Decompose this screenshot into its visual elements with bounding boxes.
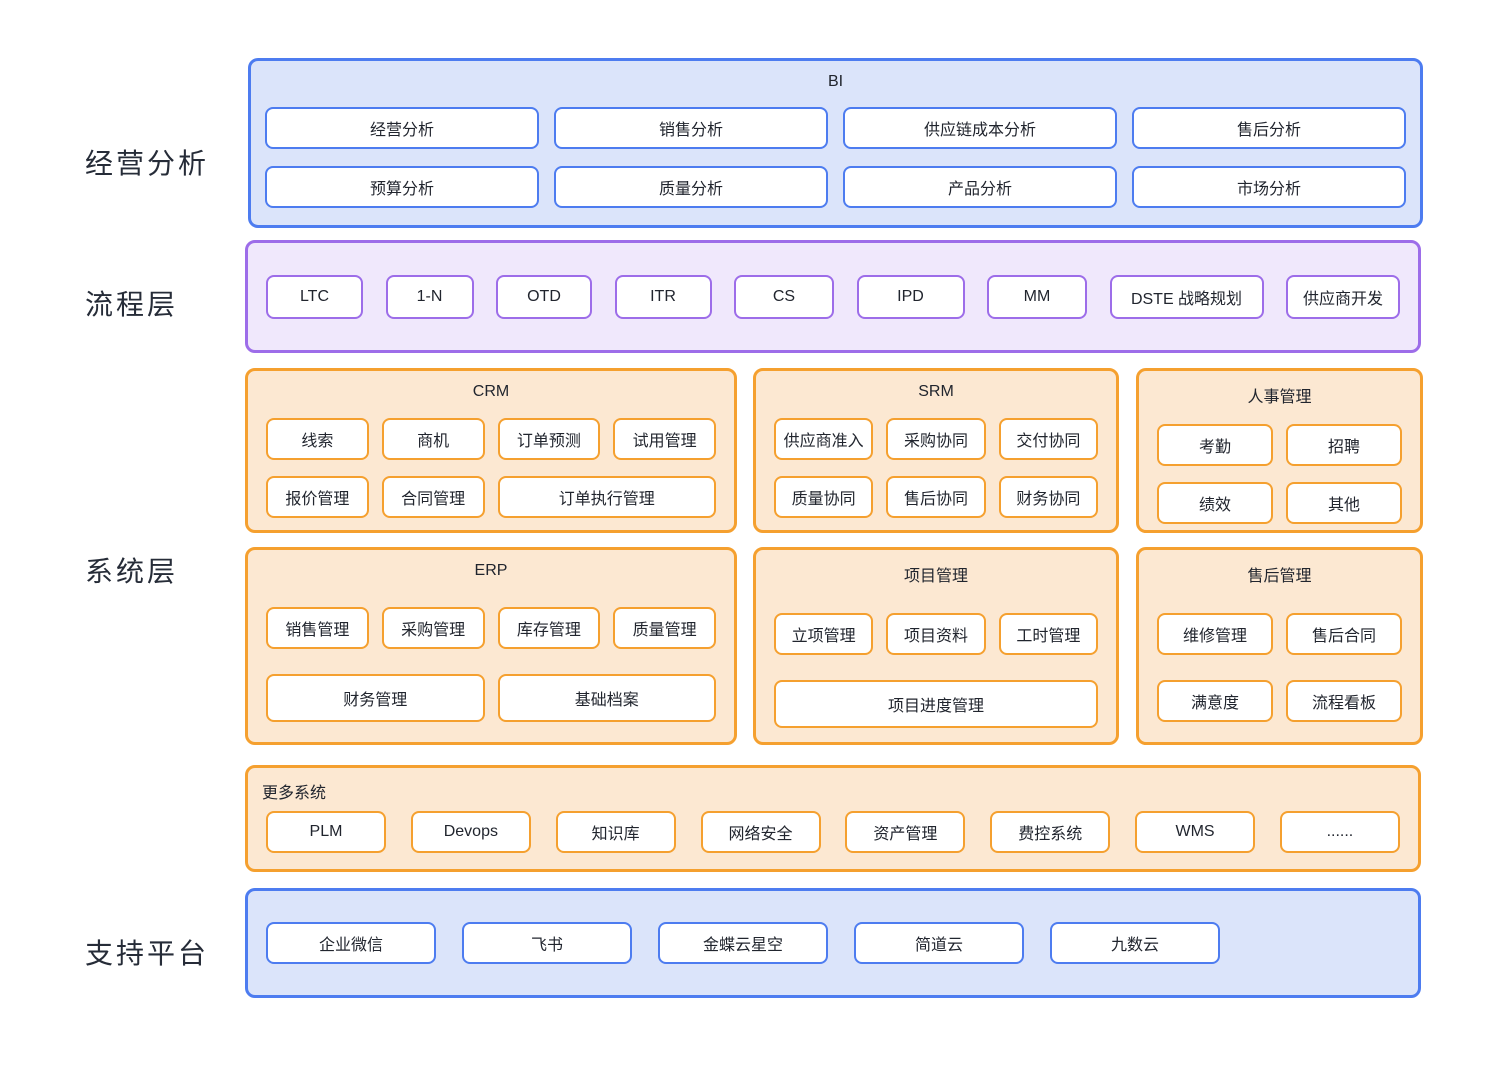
bi-title: BI <box>827 73 844 90</box>
erp-item: 财务管理 <box>266 674 485 722</box>
project-section: 项目管理 立项管理 项目资料 工时管理 项目进度管理 <box>753 547 1119 745</box>
process-section: LTC 1-N OTD ITR CS IPD MM DSTE 战略规划 供应商开… <box>245 240 1421 353</box>
bi-section: BI 经营分析 销售分析 供应链成本分析 售后分析 预算分析 质量分析 产品分析… <box>248 58 1423 228</box>
platform-item: 金蝶云星空 <box>658 922 828 964</box>
srm-item: 交付协同 <box>998 418 1098 460</box>
more-item: 知识库 <box>555 811 676 853</box>
platform-item: 飞书 <box>462 922 632 964</box>
process-item: DSTE 战略规划 <box>1109 274 1264 319</box>
crm-item: 商机 <box>381 418 485 460</box>
more-item: 费控系统 <box>990 811 1111 853</box>
aftersales-item: 售后合同 <box>1286 613 1402 655</box>
process-item: CS <box>734 274 834 319</box>
crm-item: 订单执行管理 <box>497 476 716 518</box>
erp-item: 基础档案 <box>497 674 716 722</box>
project-item: 项目资料 <box>886 613 986 655</box>
more-systems-section: 更多系统 PLM Devops 知识库 网络安全 资产管理 费控系统 WMS .… <box>245 765 1421 872</box>
process-item: MM <box>987 274 1087 319</box>
more-item: PLM <box>266 811 386 853</box>
crm-grid: 线索 商机 订单预测 试用管理 报价管理 合同管理 订单执行管理 <box>248 401 734 518</box>
erp-grid: 销售管理 采购管理 库存管理 质量管理 财务管理 基础档案 <box>248 580 734 722</box>
bi-item: 销售分析 <box>554 107 828 149</box>
srm-section: SRM 供应商准入 采购协同 交付协同 质量协同 售后协同 财务协同 <box>753 368 1119 533</box>
aftersales-grid: 维修管理 售后合同 满意度 流程看板 <box>1139 586 1420 722</box>
hr-title: 人事管理 <box>1247 389 1312 406</box>
more-item: 资产管理 <box>845 811 966 853</box>
hr-item: 考勤 <box>1157 424 1273 466</box>
crm-item: 试用管理 <box>613 418 716 460</box>
crm-item: 合同管理 <box>381 476 485 518</box>
process-item: 1-N <box>385 274 474 319</box>
process-item: 供应商开发 <box>1286 274 1400 319</box>
srm-item: 采购协同 <box>886 418 986 460</box>
project-grid: 立项管理 项目资料 工时管理 项目进度管理 <box>756 586 1116 728</box>
erp-item: 库存管理 <box>497 607 601 649</box>
crm-item: 订单预测 <box>497 418 601 460</box>
bi-item: 市场分析 <box>1132 166 1406 208</box>
platform-item: 企业微信 <box>266 922 436 964</box>
aftersales-title: 售后管理 <box>1247 568 1312 585</box>
bi-item: 售后分析 <box>1132 107 1406 149</box>
platform-item: 简道云 <box>854 922 1024 964</box>
erp-item: 销售管理 <box>266 607 369 649</box>
aftersales-item: 满意度 <box>1157 680 1273 722</box>
crm-section: CRM 线索 商机 订单预测 试用管理 报价管理 合同管理 订单执行管理 <box>245 368 737 533</box>
aftersales-item: 维修管理 <box>1157 613 1273 655</box>
aftersales-item: 流程看板 <box>1286 680 1402 722</box>
erp-section: ERP 销售管理 采购管理 库存管理 质量管理 财务管理 基础档案 <box>245 547 737 745</box>
project-item: 工时管理 <box>998 613 1098 655</box>
more-item: Devops <box>410 811 531 853</box>
layer-label-process: 流程层 <box>85 289 179 320</box>
bi-grid: 经营分析 销售分析 供应链成本分析 售后分析 预算分析 质量分析 产品分析 市场… <box>251 91 1420 208</box>
more-item: 网络安全 <box>700 811 821 853</box>
srm-item: 质量协同 <box>774 476 874 518</box>
hr-section: 人事管理 考勤 招聘 绩效 其他 <box>1136 368 1423 533</box>
hr-item: 招聘 <box>1286 424 1402 466</box>
crm-item: 线索 <box>266 418 369 460</box>
platform-item: 九数云 <box>1050 922 1220 964</box>
more-systems-title: 更多系统 <box>262 785 327 802</box>
srm-item: 供应商准入 <box>774 418 874 460</box>
more-item: WMS <box>1135 811 1256 853</box>
process-item: OTD <box>496 274 592 319</box>
bi-item: 预算分析 <box>265 166 539 208</box>
hr-grid: 考勤 招聘 绩效 其他 <box>1139 407 1420 524</box>
more-systems-row: PLM Devops 知识库 网络安全 资产管理 费控系统 WMS ...... <box>248 803 1418 853</box>
project-item: 项目进度管理 <box>774 680 1098 728</box>
process-item: ITR <box>614 274 712 319</box>
srm-title: SRM <box>918 383 954 400</box>
aftersales-section: 售后管理 维修管理 售后合同 满意度 流程看板 <box>1136 547 1423 745</box>
project-item: 立项管理 <box>774 613 874 655</box>
hr-item: 绩效 <box>1157 482 1273 524</box>
srm-item: 售后协同 <box>886 476 986 518</box>
bi-item: 产品分析 <box>843 166 1117 208</box>
more-item: ...... <box>1279 811 1400 853</box>
layer-label-system: 系统层 <box>85 556 179 587</box>
erp-item: 采购管理 <box>381 607 485 649</box>
process-item: IPD <box>856 274 965 319</box>
process-item: LTC <box>266 274 363 319</box>
project-title: 项目管理 <box>903 568 968 585</box>
bi-item: 质量分析 <box>554 166 828 208</box>
layer-label-analysis: 经营分析 <box>85 148 210 179</box>
crm-item: 报价管理 <box>266 476 369 518</box>
layer-label-platform: 支持平台 <box>85 938 210 969</box>
crm-title: CRM <box>472 383 510 400</box>
erp-item: 质量管理 <box>613 607 716 649</box>
erp-title: ERP <box>474 562 508 579</box>
srm-item: 财务协同 <box>998 476 1098 518</box>
platform-section: 企业微信 飞书 金蝶云星空 简道云 九数云 <box>245 888 1421 998</box>
hr-item: 其他 <box>1286 482 1402 524</box>
srm-grid: 供应商准入 采购协同 交付协同 质量协同 售后协同 财务协同 <box>756 401 1116 518</box>
bi-item: 供应链成本分析 <box>843 107 1117 149</box>
bi-item: 经营分析 <box>265 107 539 149</box>
